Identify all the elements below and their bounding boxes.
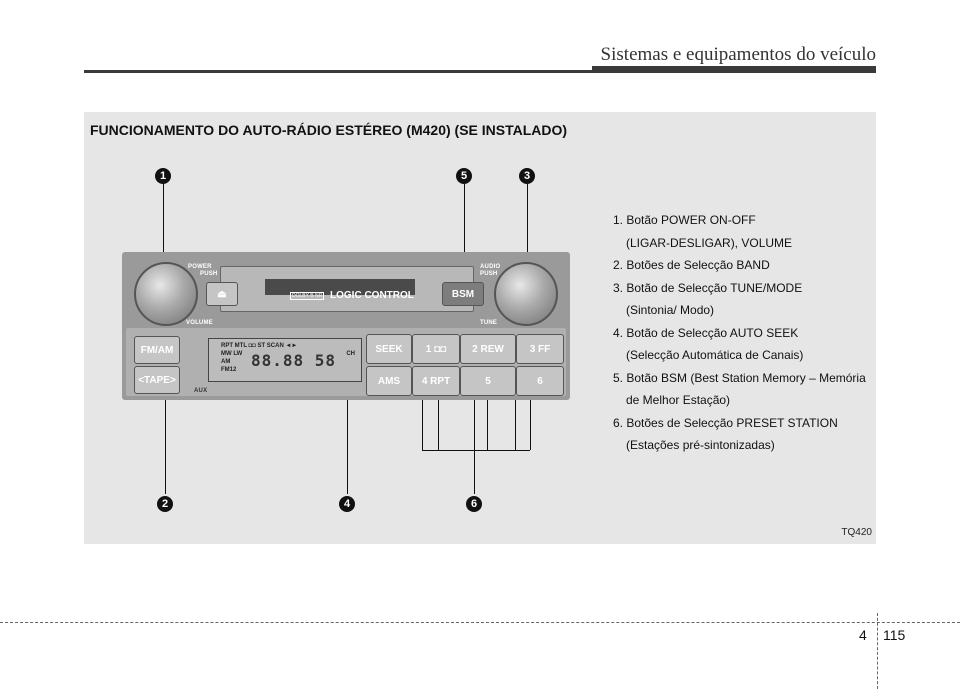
tape-button[interactable]: <TAPE>: [134, 366, 180, 394]
callout-1: 1: [155, 168, 171, 184]
page-header-title: Sistemas e equipamentos do veículo: [600, 44, 876, 65]
seek-button[interactable]: SEEK: [366, 334, 412, 364]
legend-list: 1. Botão POWER ON-OFF(LIGAR-DESLIGAR), V…: [613, 209, 883, 457]
page-number: 115: [883, 627, 906, 643]
eject-icon: ⏏: [217, 288, 227, 300]
header-rule: [84, 70, 876, 73]
preset-5-button[interactable]: 5: [460, 366, 516, 396]
footer-divider: [877, 613, 878, 689]
logic-control-label: LOGIC CONTROL: [330, 290, 414, 301]
leader-line-6f: [530, 388, 531, 450]
leader-line-6e: [515, 368, 516, 450]
preset-2-button[interactable]: 2 REW: [460, 334, 516, 364]
radio-unit: POWER PUSH VOLUME AUDIO PUSH TUNE DOLBY …: [122, 252, 570, 400]
preset-1-button[interactable]: 1 ◘◘: [412, 334, 460, 364]
leader-line-6-bar: [422, 450, 530, 451]
display-band-am: AM: [221, 359, 231, 365]
callout-6: 6: [466, 496, 482, 512]
bsm-button[interactable]: BSM: [442, 282, 484, 306]
callout-4: 4: [339, 496, 355, 512]
legend-item: 6. Botões de Selecção PRESET STATION(Est…: [613, 415, 838, 453]
leader-line-4: [347, 346, 348, 494]
leader-line-6d: [487, 388, 488, 450]
tune-audio-knob[interactable]: [494, 262, 558, 326]
preset-6-button[interactable]: 6: [516, 366, 564, 396]
fmam-button[interactable]: FM/AM: [134, 336, 180, 364]
audio-push-label: PUSH: [480, 271, 498, 277]
footer-rule: [0, 622, 960, 623]
display-digits: 88.88 58: [251, 351, 337, 370]
leader-line-1: [163, 184, 164, 284]
panel-title: FUNCIONAMENTO DO AUTO-RÁDIO ESTÉREO (M42…: [90, 122, 568, 138]
leader-line-6: [474, 450, 475, 494]
ams-button[interactable]: AMS: [366, 366, 412, 396]
header-rule-accent: [592, 66, 876, 71]
radio-display: RPT MTL ◘◘ ST SCAN ◄► MW LW AM FM12 CH 8…: [208, 338, 362, 382]
audio-label: AUDIO: [480, 264, 501, 270]
leader-line-6c: [474, 368, 475, 450]
leader-line-5: [464, 184, 465, 284]
dolby-badge: DOLBY B NR: [290, 292, 325, 300]
section-number: 4: [859, 627, 867, 643]
eject-button[interactable]: ⏏: [206, 282, 238, 306]
display-band-mwlw: MW LW: [221, 351, 243, 357]
legend-item: 5. Botão BSM (Best Station Memory – Memó…: [613, 370, 866, 408]
callout-5: 5: [456, 168, 472, 184]
display-ch: CH: [346, 351, 355, 357]
leader-line-6b: [438, 388, 439, 450]
display-band-fm: FM12: [221, 367, 237, 373]
power-volume-knob[interactable]: [134, 262, 198, 326]
tape-slot: [220, 266, 474, 312]
legend-item: 2. Botões de Selecção BAND: [613, 258, 770, 272]
callout-2: 2: [157, 496, 173, 512]
legend-item: 1. Botão POWER ON-OFF(LIGAR-DESLIGAR), V…: [613, 213, 793, 250]
display-indicators: RPT MTL ◘◘ ST SCAN ◄►: [221, 343, 298, 349]
legend-item: 3. Botão de Selecção TUNE/MODE(Sintonia/…: [613, 280, 803, 318]
leader-line-6a: [422, 368, 423, 450]
power-label: POWER: [188, 264, 212, 270]
push-label: PUSH: [200, 271, 218, 277]
callout-3: 3: [519, 168, 535, 184]
leader-line-2: [165, 362, 166, 494]
preset-4-button[interactable]: 4 RPT: [412, 366, 460, 396]
legend-item: 4. Botão de Selecção AUTO SEEK(Selecção …: [613, 325, 804, 363]
preset-3-button[interactable]: 3 FF: [516, 334, 564, 364]
volume-label: VOLUME: [186, 320, 213, 326]
aux-label: AUX: [194, 388, 208, 394]
tape-window: [265, 279, 415, 295]
figure-code: TQ420: [841, 527, 872, 538]
leader-line-3: [527, 184, 528, 284]
tune-label: TUNE: [480, 320, 498, 326]
